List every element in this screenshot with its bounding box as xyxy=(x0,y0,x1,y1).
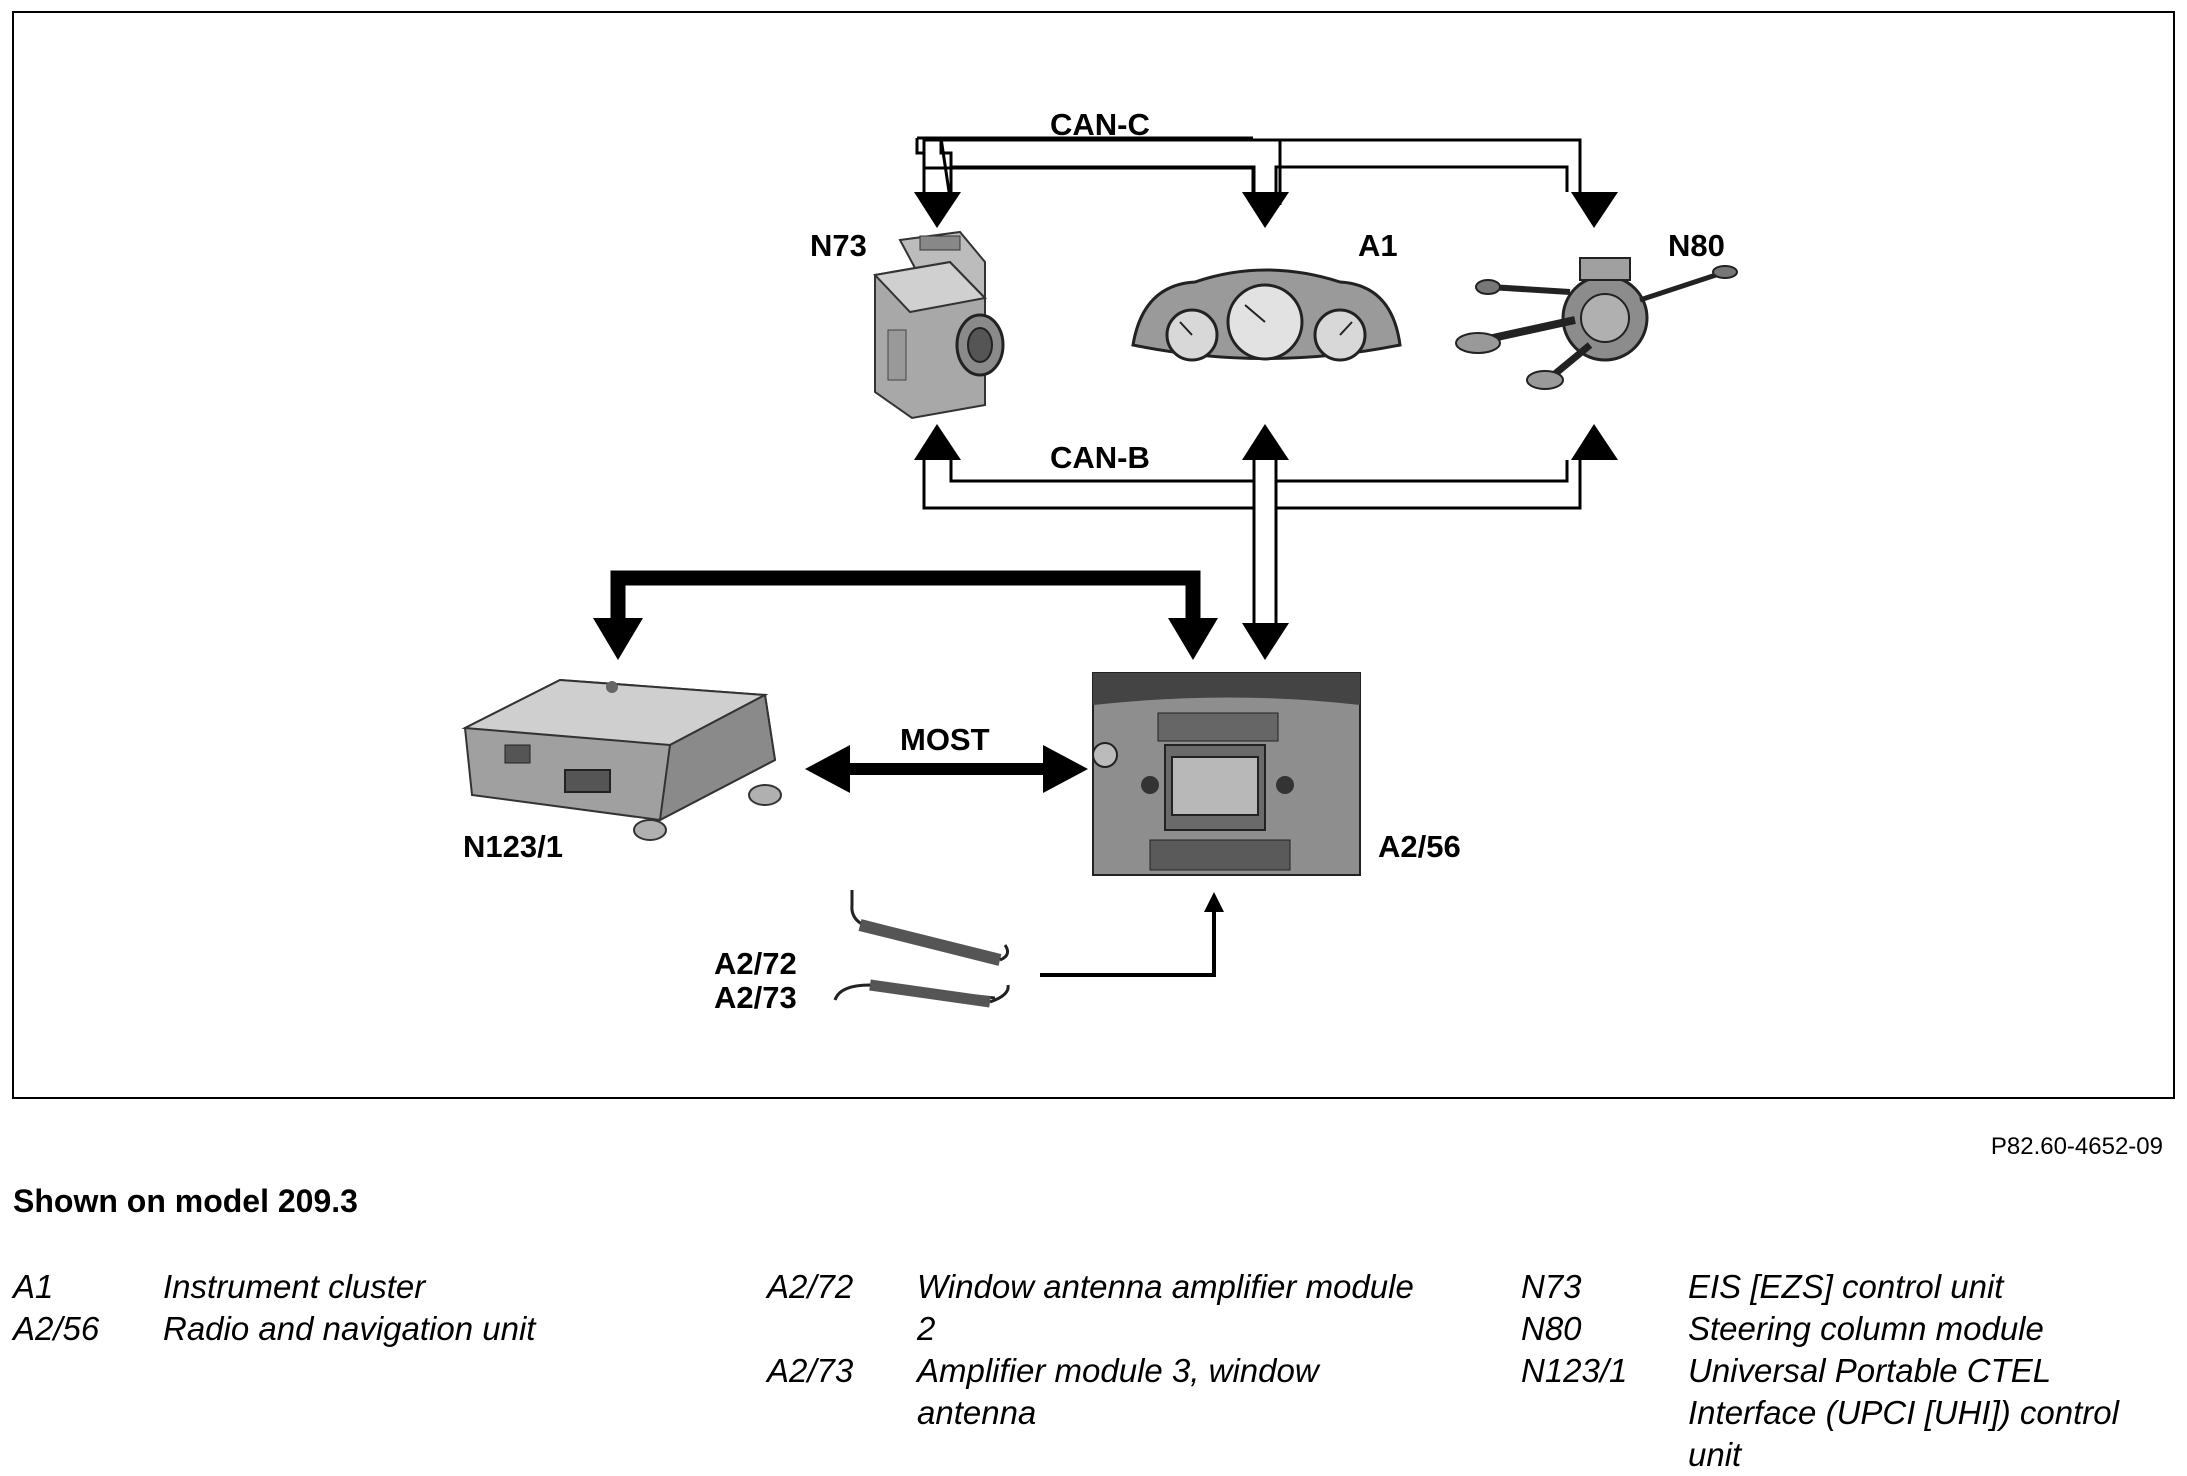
legend-item: N73 EIS [EZS] control unit xyxy=(1521,1266,2158,1308)
label-n123-1: N123/1 xyxy=(463,829,563,864)
can-c-outline xyxy=(922,138,1582,192)
legend-description: Radio and navigation unit xyxy=(163,1310,536,1347)
radio-navigation-unit-image xyxy=(1092,672,1361,876)
can-c-lines xyxy=(922,138,1282,205)
legend-column-1: A1 Instrument cluster A2/56 Radio and na… xyxy=(13,1266,723,1350)
antenna-arrow xyxy=(1204,892,1224,912)
legend-column-2: A2/72 Window antenna amplifier module 2 … xyxy=(767,1266,1437,1434)
most-arrow-right xyxy=(1043,745,1088,793)
legend-code: N73 xyxy=(1521,1268,1582,1305)
legend-description: Instrument cluster xyxy=(163,1268,426,1305)
eis-control-unit-image xyxy=(872,230,1005,420)
label-can-b: CAN-B xyxy=(1050,440,1150,475)
legend-item: A1 Instrument cluster xyxy=(13,1266,723,1308)
figure-reference: P82.60-4652-09 xyxy=(1990,1133,2163,1160)
label-a2-73: A2/73 xyxy=(714,980,797,1015)
legend-item: A2/72 Window antenna amplifier module 2 xyxy=(767,1266,1437,1350)
can-b-arrow-n73 xyxy=(914,424,961,460)
can-c-arrow-n80 xyxy=(1571,192,1618,228)
legend-item: N123/1 Universal Portable CTEL Interface… xyxy=(1521,1350,2158,1476)
label-can-c: CAN-C xyxy=(1050,107,1150,142)
legend-code: A2/72 xyxy=(767,1268,854,1305)
steering-column-module-image xyxy=(1455,257,1738,390)
can-c-arrow-a1 xyxy=(1242,192,1289,228)
thick-arrow-a2-56 xyxy=(1168,618,1218,660)
can-b-arrow-n80 xyxy=(1571,424,1618,460)
legend-code: A1 xyxy=(13,1268,54,1305)
instrument-cluster-image xyxy=(1131,268,1402,362)
antenna-line xyxy=(1040,910,1216,977)
label-a2-72: A2/72 xyxy=(714,946,797,981)
legend-item: A2/56 Radio and navigation unit xyxy=(13,1308,723,1350)
antenna-amplifier-modules-image xyxy=(833,890,1010,1008)
label-a1: A1 xyxy=(1358,228,1398,263)
legend-description: Window antenna amplifier module 2 xyxy=(917,1268,1414,1347)
can-c-arrow-n73 xyxy=(914,192,961,228)
can-c-bus xyxy=(915,136,1282,206)
thick-arrow-n123-1 xyxy=(593,618,643,660)
diagram-frame xyxy=(12,11,2175,1099)
legend-code: A2/73 xyxy=(767,1352,854,1389)
legend-description: EIS [EZS] control unit xyxy=(1688,1268,2004,1305)
label-n73: N73 xyxy=(810,228,867,263)
label-a2-56: A2/56 xyxy=(1378,829,1461,864)
most-arrow-left xyxy=(805,745,850,793)
upci-control-unit-image xyxy=(461,678,782,841)
label-most: MOST xyxy=(900,722,990,757)
can-b-arrow-a2-56 xyxy=(1242,623,1289,660)
legend-item: N80 Steering column module xyxy=(1521,1308,2158,1350)
legend-code: A2/56 xyxy=(13,1310,100,1347)
label-n80: N80 xyxy=(1668,228,1725,263)
legend-column-3: N73 EIS [EZS] control unit N80 Steering … xyxy=(1521,1266,2158,1476)
thick-bus xyxy=(610,570,1201,620)
legend-description: Universal Portable CTEL Interface (UPCI … xyxy=(1688,1352,2119,1473)
legend-item: A2/73 Amplifier module 3, window antenna xyxy=(767,1350,1437,1434)
diagram-caption: Shown on model 209.3 xyxy=(13,1183,358,1219)
most-line xyxy=(835,763,1055,775)
legend-description: Amplifier module 3, window antenna xyxy=(917,1352,1319,1431)
legend-code: N80 xyxy=(1521,1310,1582,1347)
legend-description: Steering column module xyxy=(1688,1310,2044,1347)
legend-code: N123/1 xyxy=(1521,1352,1628,1389)
network-diagram: N73 A1 N80 CAN-C CAN-B MOST N123/1 A2/56… xyxy=(12,11,2175,1099)
can-b-outline xyxy=(922,460,1582,623)
can-b-arrow-a1 xyxy=(1242,424,1289,460)
